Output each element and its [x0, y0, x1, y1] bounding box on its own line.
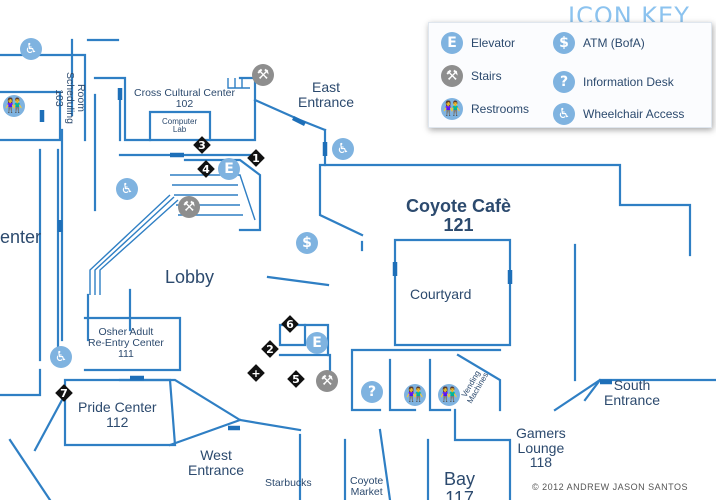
information-desk-icon: ?	[553, 71, 575, 93]
wheelchair-access-icon: ♿	[116, 178, 138, 200]
stairs-icon: ⚒	[441, 65, 463, 87]
marker-6: 6	[281, 315, 299, 333]
wheelchair-access-icon: ♿	[50, 346, 72, 368]
stairs-icon: ⚒	[252, 64, 274, 86]
coyote-cafe-label: Coyote Cafè 121	[406, 196, 512, 235]
marker-3: 3	[193, 136, 211, 154]
restrooms-icon: 👫	[3, 95, 25, 117]
copyright-credit: © 2012 ANDREW JASON SANTOS	[532, 482, 689, 492]
legend-label-atm: ATM (BofA)	[583, 36, 645, 50]
starbucks-label: Starbucks	[265, 477, 312, 489]
elevator-icon: E	[218, 158, 240, 180]
legend-item-information-desk: ? Information Desk	[553, 71, 674, 93]
coyote-market-label: Coyote Market	[350, 475, 384, 499]
room-scheduling-label: Room Scheduling 103	[52, 72, 87, 124]
east-entrance-label: East Entrance	[298, 79, 355, 110]
legend-label-elevator: Elevator	[471, 36, 516, 50]
atm-icon: $	[553, 32, 575, 54]
marker-4: 4	[197, 160, 215, 178]
wheelchair-access-icon: ♿	[332, 138, 354, 160]
restrooms-icon: 👫	[404, 384, 426, 406]
wheelchair-access-icon: ♿	[553, 103, 575, 125]
marker-7: 7	[55, 384, 73, 402]
restrooms-icon: 👫	[438, 384, 460, 406]
south-entrance-label: South Entrance	[604, 377, 661, 408]
icon-key-legend: E Elevator $ ATM (BofA) ⚒ Stairs ? Infor…	[428, 22, 712, 128]
computer-lab-label: Computer Lab	[162, 117, 198, 135]
restrooms-icon: 👫	[441, 98, 463, 120]
osher-center-label: Osher Adult Re-Entry Center 111	[88, 326, 164, 361]
information-desk-icon: ?	[361, 381, 383, 403]
legend-label-restrooms: Restrooms	[471, 102, 530, 116]
lobby-label: Lobby	[165, 267, 215, 287]
elevator-icon: E	[441, 32, 463, 54]
elevator-icon: E	[306, 332, 328, 354]
legend-label-stairs: Stairs	[471, 69, 502, 83]
stairs-icon: ⚒	[316, 370, 338, 392]
bay-label: Bay 117	[444, 469, 476, 500]
legend-item-stairs: ⚒ Stairs	[441, 65, 502, 87]
atm-icon: $	[296, 232, 318, 254]
legend-item-atm: $ ATM (BofA)	[553, 32, 645, 54]
legend-label-wheelchair-access: Wheelchair Access	[583, 107, 685, 121]
cross-cultural-center-label: Cross Cultural Center 102	[134, 87, 235, 111]
legend-item-restrooms: 👫 Restrooms	[441, 98, 529, 120]
center-label-partial: enter	[0, 227, 42, 247]
marker-5: 5	[287, 370, 305, 388]
legend-item-elevator: E Elevator	[441, 32, 515, 54]
legend-item-wheelchair-access: ♿ Wheelchair Access	[553, 103, 684, 125]
west-entrance-label: West Entrance	[188, 447, 245, 478]
stairs-icon: ⚒	[178, 196, 200, 218]
gamers-lounge-label: Gamers Lounge 118	[516, 425, 566, 471]
pride-center-label: Pride Center 112	[78, 399, 157, 430]
wheelchair-access-icon: ♿	[20, 38, 42, 60]
marker-plus: +	[247, 364, 265, 382]
legend-label-information-desk: Information Desk	[583, 75, 674, 89]
marker-1: 1	[247, 149, 265, 167]
marker-2: 2	[261, 340, 279, 358]
courtyard-label: Courtyard	[410, 286, 472, 302]
